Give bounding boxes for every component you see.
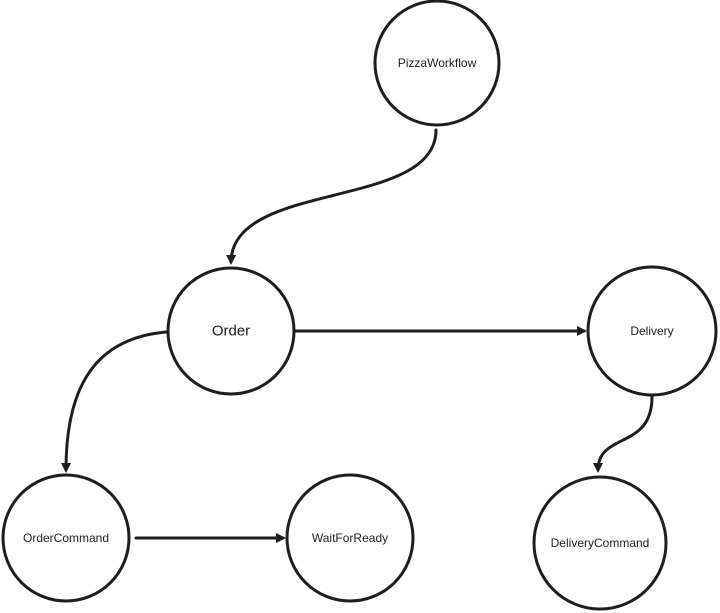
node-delivery[interactable]: Delivery <box>586 265 718 397</box>
edge-delivery-to-deliverycommand <box>593 395 654 473</box>
node-order[interactable]: Order <box>166 266 296 396</box>
node-waitforready[interactable]: WaitForReady <box>285 473 415 603</box>
edge-order-to-ordercommand <box>61 330 168 473</box>
node-label-pizzaworkflow: PizzaWorkflow <box>398 56 477 70</box>
node-label-deliverycommand: DeliveryCommand <box>551 536 650 550</box>
node-pizzaworkflow[interactable]: PizzaWorkflow <box>373 0 501 127</box>
edge-pizzaworkflow-to-order <box>226 128 438 265</box>
node-deliverycommand[interactable]: DeliveryCommand <box>532 475 668 611</box>
node-label-waitforready: WaitForReady <box>312 531 388 545</box>
node-ordercommand[interactable]: OrderCommand <box>1 473 131 603</box>
node-label-ordercommand: OrderCommand <box>23 531 109 545</box>
node-label-order: Order <box>212 323 250 340</box>
node-label-delivery: Delivery <box>630 324 673 338</box>
